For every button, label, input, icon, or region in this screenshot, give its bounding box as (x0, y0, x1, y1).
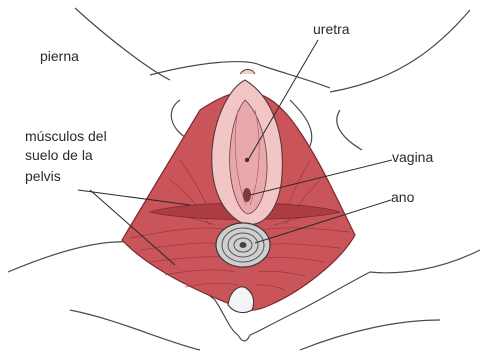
right-thigh-outline (330, 10, 470, 92)
label-leg: pierna (40, 47, 79, 66)
gluteal-cleft (238, 335, 250, 341)
right-hip-curve (337, 110, 362, 150)
label-pelvic-floor-line-2: suelo de la (25, 146, 93, 165)
vulva (212, 70, 283, 225)
lower-right-curve (300, 320, 440, 350)
lower-left-curve (70, 310, 200, 350)
label-anus: ano (391, 188, 414, 207)
anus (216, 223, 270, 267)
label-pelvic-floor-line-3: pelvis (25, 167, 61, 186)
clitoral-hood (240, 70, 255, 75)
label-vagina: vagina (392, 148, 433, 167)
label-urethra: uretra (313, 20, 350, 39)
left-thigh-outline (75, 8, 170, 80)
vaginal-opening (243, 188, 251, 202)
label-pelvic-floor-line-1: músculos del (25, 127, 107, 146)
anus-center (240, 242, 247, 248)
